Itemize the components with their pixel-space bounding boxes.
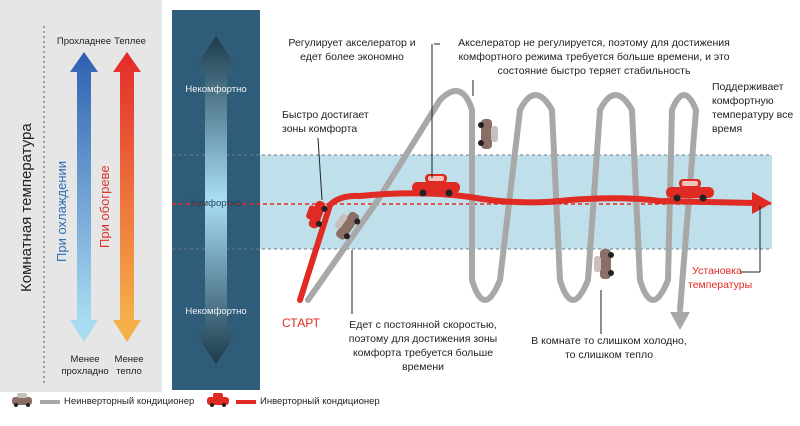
zone-double-arrow [196, 36, 236, 364]
warmer-label: Теплее [114, 36, 146, 47]
less-warm-label: Менее тепло [114, 354, 144, 377]
too-cold-hot-note: В комнате то слишком холодно, то слишком… [531, 335, 687, 361]
accelerator-note: Регулирует акселератор и едет более экон… [288, 37, 416, 63]
inverter-car-end [666, 179, 714, 202]
callout-line-fast [317, 137, 323, 201]
non-inverter-car-up [594, 249, 614, 279]
non-inverter-car-down [478, 119, 498, 149]
legend-inverter-car-icon [207, 393, 229, 407]
constant-speed-note: Едет с постоянной скоростью, поэтому для… [348, 319, 498, 373]
start-label: СТАРТ [282, 316, 320, 330]
cooling-arrow [70, 52, 98, 342]
fast-reach-note: Быстро достигает зоны комфорта [282, 109, 369, 135]
cooling-label: При охлаждении [54, 160, 69, 262]
heating-label: При обогреве [97, 165, 112, 248]
no-accelerator-note: Акселератор не регулируется, поэтому для… [458, 37, 730, 77]
axis-title: Комнатная температура [18, 123, 35, 292]
legend-inverter-label: Инверторный кондиционер [260, 396, 380, 407]
non-inverter-car-climb [334, 211, 361, 240]
legend-non-inverter-car-icon [12, 393, 32, 407]
set-temperature-label: Установка температуры [688, 265, 753, 291]
zone-uncomfortable-top: Некомфортно [185, 84, 247, 95]
zone-uncomfortable-bottom: Некомфортно [185, 306, 247, 317]
zone-comfortable: Комфортно [190, 198, 242, 209]
cooler-label: Прохладнее [56, 36, 112, 47]
inverter-curve [297, 190, 758, 303]
inverter-car-middle [412, 174, 460, 197]
non-inverter-curve [305, 88, 699, 313]
heating-arrow [113, 52, 141, 342]
legend-non-inverter-label: Неинверторный кондиционер [64, 396, 195, 407]
less-cool-label: Менее прохладно [61, 354, 109, 377]
maintains-note: Поддерживает комфортную температуру все … [712, 81, 794, 135]
inverter-car-start [306, 200, 328, 229]
